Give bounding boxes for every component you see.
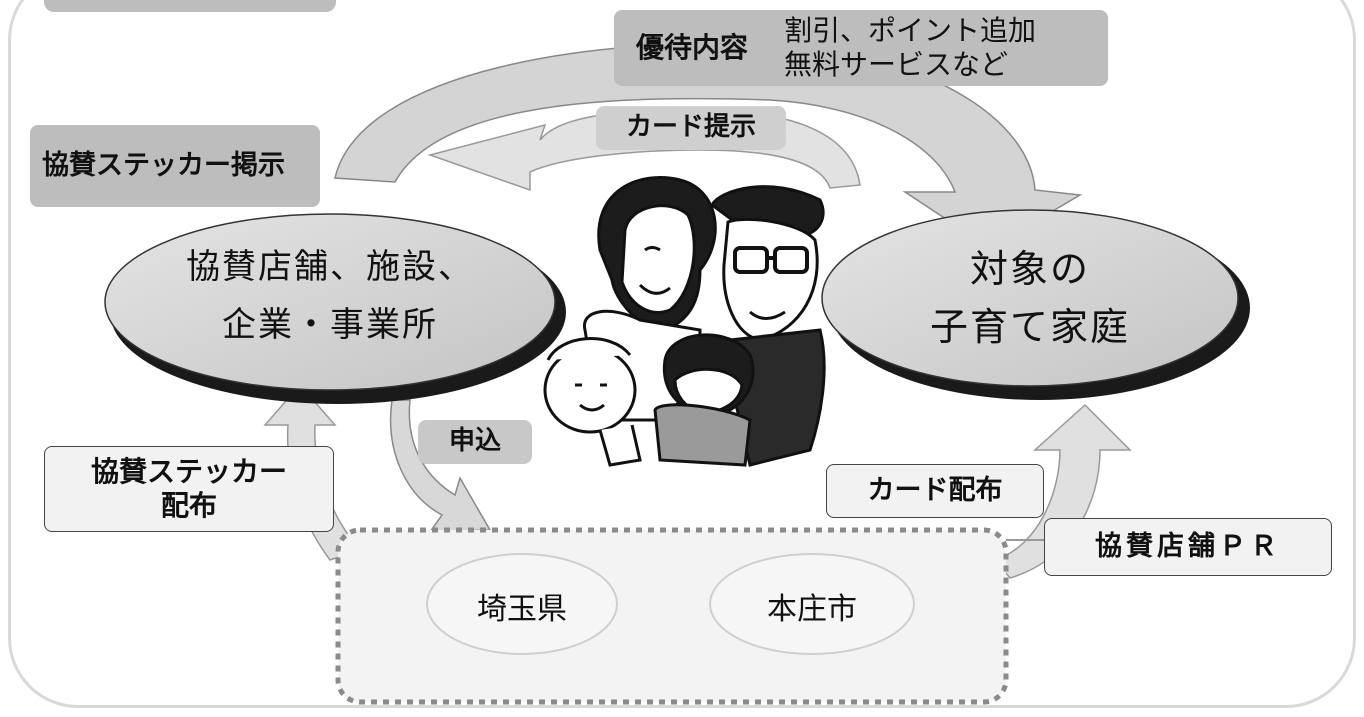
benefit-label: 優待内容 割引、ポイント追加 無料サービスなど — [614, 10, 1108, 86]
city-label: 本庄市 — [767, 592, 857, 627]
benefit-title: 優待内容 — [636, 31, 749, 65]
sponsor-line-1: 協賛店舗、施設、 — [186, 247, 474, 287]
header-tab — [44, 0, 336, 12]
family-node: 対象の 子育て家庭 — [850, 240, 1210, 356]
sticker-distribution-line-1: 協賛ステッカー — [90, 455, 287, 489]
family-line-1: 対象の — [969, 247, 1090, 291]
prefecture-label: 埼玉県 — [477, 592, 567, 627]
sticker-display-label: 協賛ステッカー掲示 — [30, 125, 320, 207]
family-line-2: 子育て家庭 — [929, 305, 1130, 349]
benefit-line-1: 割引、ポイント追加 — [784, 14, 1037, 48]
card-distribution-label: カード配布 — [826, 464, 1044, 518]
city-oval — [709, 553, 915, 655]
application-label: 申込 — [418, 420, 532, 464]
sponsor-pr-label: 協賛店舗ＰＲ — [1044, 518, 1332, 576]
benefit-line-2: 無料サービスなど — [784, 48, 1009, 81]
family-oval — [821, 209, 1239, 387]
sticker-distribution-label: 協賛ステッカー 配布 — [44, 446, 334, 532]
sponsor-node: 協賛店舗、施設、 企業・事業所 — [150, 238, 510, 354]
benefit-details: 割引、ポイント追加 無料サービスなど — [784, 14, 1036, 81]
card-show-label: カード提示 — [596, 106, 786, 150]
sponsor-line-2: 企業・事業所 — [222, 305, 438, 345]
sponsor-oval — [104, 213, 556, 391]
prefecture-oval — [426, 553, 618, 655]
family-illustration — [543, 176, 826, 467]
sticker-distribution-line-2: 配布 — [160, 489, 217, 522]
benefit-arrow — [334, 42, 1083, 249]
